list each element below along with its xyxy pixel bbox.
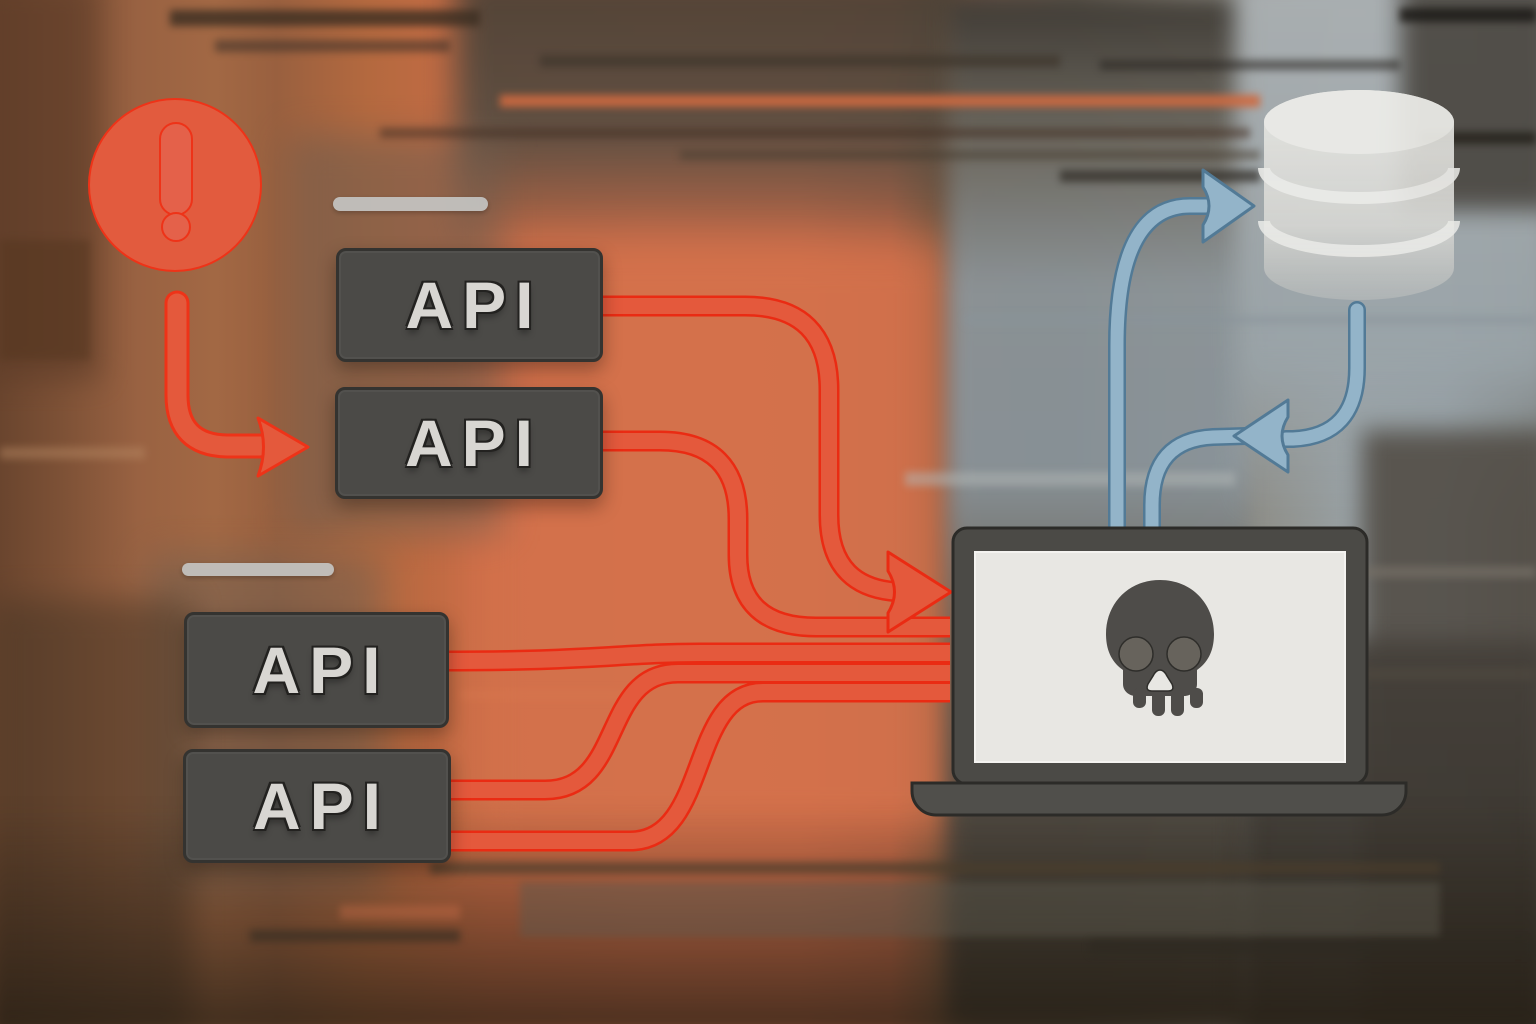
api-box-2: API (335, 387, 603, 499)
label-bar (333, 197, 488, 211)
red-flow-arrows (442, 295, 953, 852)
api-box-1: API (336, 248, 603, 362)
glitch-stripe (0, 240, 90, 360)
glitch-stripe (965, 315, 1536, 325)
api-box-label: API (252, 769, 391, 843)
glitch-stripe (430, 862, 1440, 874)
glitch-stripe (500, 95, 1260, 107)
skull-eye (1166, 636, 1202, 672)
red-curved-arrow-icon (164, 290, 310, 478)
skull-nose (1146, 669, 1174, 692)
glitch-stripe (170, 10, 480, 26)
glitch-stripe (250, 930, 460, 942)
api-box-label: API (252, 633, 390, 707)
glitch-stripe (1090, 940, 1536, 954)
glitch-stripe (0, 447, 145, 459)
glitch-stripe (540, 55, 1060, 67)
glitch-stripe (380, 128, 1250, 138)
glitch-stripe (460, 690, 640, 700)
skull-eye (1118, 636, 1154, 672)
blue-flow-arrows (1108, 168, 1366, 547)
api-box-4: API (183, 749, 451, 863)
api-box-3: API (184, 612, 449, 728)
glitch-stripe (1100, 60, 1400, 70)
glitch-stripe (520, 882, 1440, 937)
glitch-stripe (340, 905, 460, 919)
glitch-stripe (680, 150, 1260, 160)
skull-icon (1102, 576, 1218, 720)
glitch-stripe (1400, 8, 1536, 22)
api-box-label: API (405, 268, 543, 342)
warning-exclamation-icon (88, 98, 262, 272)
api-box-label: API (404, 406, 543, 480)
label-bar (182, 563, 334, 576)
glitch-stripe (215, 40, 450, 52)
glitch-stripe (1315, 566, 1536, 578)
database-icon (1258, 90, 1460, 300)
